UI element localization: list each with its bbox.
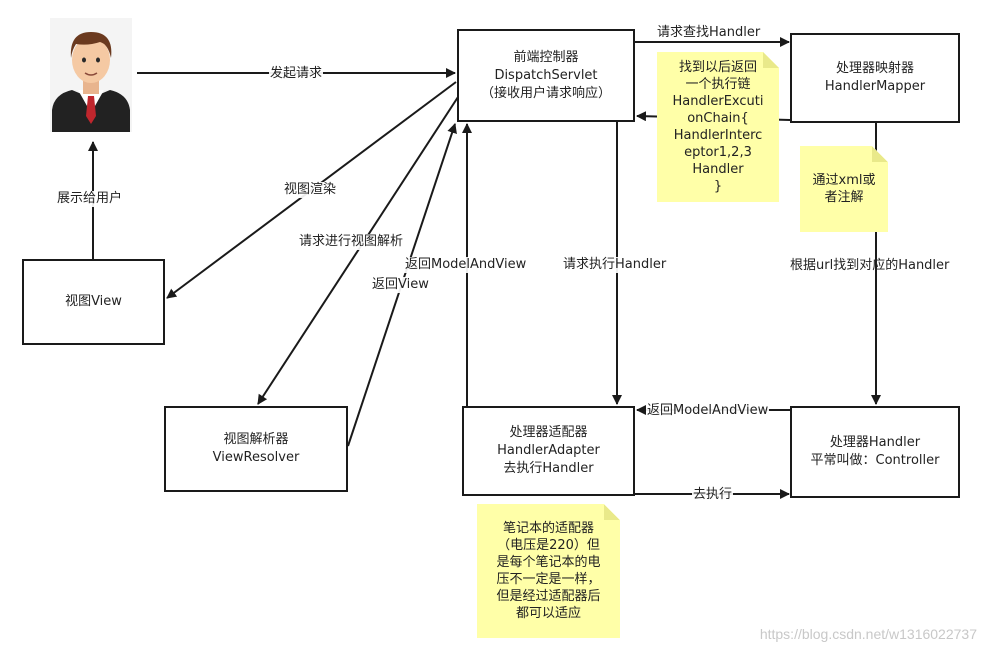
watermark-text: https://blog.csdn.net/w1316022737 bbox=[759, 626, 977, 642]
label-show-user: 展示给用户 bbox=[56, 191, 124, 207]
node-view-line-1: 视图View bbox=[65, 294, 122, 309]
note-adapter-line-6: 都可以适应 bbox=[515, 606, 581, 621]
note-laptop-adapter: 笔记本的适配器 （电压是220）但 是每个笔记本的电 压不一定是一样， 但是经过… bbox=[477, 504, 620, 638]
label-request-find: 请求查找Handler bbox=[657, 25, 761, 40]
node-adapter-line-2: HandlerAdapter bbox=[497, 443, 600, 458]
node-mapper-line-1: 处理器映射器 bbox=[835, 61, 914, 76]
edge-request-resolve bbox=[257, 96, 459, 405]
businessman-avatar-icon bbox=[50, 18, 132, 132]
node-handler-line-1: 处理器Handler bbox=[829, 435, 921, 450]
note-handler-execution-chain: 找到以后返回 一个执行链 HandlerExcuti onChain{ Hand… bbox=[657, 52, 779, 202]
label-request-resolve: 请求进行视图解析 bbox=[298, 234, 405, 250]
label-go-execute: 去执行 bbox=[692, 487, 734, 503]
note-adapter-line-5: 但是经过适配器后 bbox=[496, 589, 601, 604]
node-adapter-line-3: 去执行Handler bbox=[503, 461, 594, 476]
label-return-view: 返回View bbox=[371, 277, 430, 293]
label-return-mav-1: 返回ModelAndView bbox=[404, 257, 528, 273]
node-mapper-line-2: HandlerMapper bbox=[824, 79, 926, 94]
note-chain-line-5: HandlerInterc bbox=[673, 128, 763, 143]
note-chain-line-3: HandlerExcuti bbox=[672, 94, 764, 109]
node-resolver-line-1: 视图解析器 bbox=[223, 432, 289, 447]
node-handler-line-2: 平常叫做：Controller bbox=[810, 453, 940, 468]
note-adapter-line-1: 笔记本的适配器 bbox=[502, 521, 594, 536]
node-view: 视图View bbox=[22, 259, 165, 345]
node-view-resolver: 视图解析器 ViewResolver bbox=[164, 406, 348, 492]
note-xml-annotation: 通过xml或 者注解 bbox=[800, 146, 888, 232]
note-xml-line-2: 者注解 bbox=[824, 190, 864, 205]
node-dispatcher-servlet: 前端控制器 DispatchServlet （接收用户请求响应） bbox=[457, 29, 635, 122]
node-dispatcher-line-2: DispatchServlet bbox=[494, 67, 598, 83]
label-return-mav-2: 返回ModelAndView bbox=[646, 403, 770, 419]
node-resolver-line-2: ViewResolver bbox=[212, 450, 300, 465]
node-handler-mapper: 处理器映射器 HandlerMapper bbox=[790, 33, 960, 123]
note-chain-line-8: } bbox=[713, 179, 723, 194]
note-chain-line-1: 找到以后返回 bbox=[678, 60, 757, 75]
note-chain-line-4: onChain{ bbox=[687, 111, 749, 126]
label-request-execute: 请求执行Handler bbox=[562, 257, 668, 273]
note-adapter-line-4: 压不一定是一样， bbox=[496, 572, 601, 587]
node-handler-adapter: 处理器适配器 HandlerAdapter 去执行Handler bbox=[462, 406, 635, 496]
note-chain-line-7: Handler bbox=[692, 162, 744, 177]
note-xml-line-1: 通过xml或 bbox=[812, 173, 876, 188]
node-handler-controller: 处理器Handler 平常叫做：Controller bbox=[790, 406, 960, 498]
note-chain-line-2: 一个执行链 bbox=[685, 77, 751, 92]
node-adapter-line-1: 处理器适配器 bbox=[509, 425, 588, 440]
note-chain-line-6: eptor1,2,3 bbox=[684, 145, 752, 160]
note-adapter-line-2: （电压是220）但 bbox=[497, 538, 600, 553]
note-adapter-line-3: 是每个笔记本的电 bbox=[496, 555, 601, 570]
label-find-by-url: 根据url找到对应的Handler bbox=[790, 258, 950, 273]
node-dispatcher-line-3: （接收用户请求响应） bbox=[480, 85, 611, 101]
label-send-request: 发起请求 bbox=[269, 66, 324, 82]
label-render-view: 视图渲染 bbox=[283, 182, 338, 198]
node-dispatcher-line-1: 前端控制器 bbox=[513, 49, 579, 65]
